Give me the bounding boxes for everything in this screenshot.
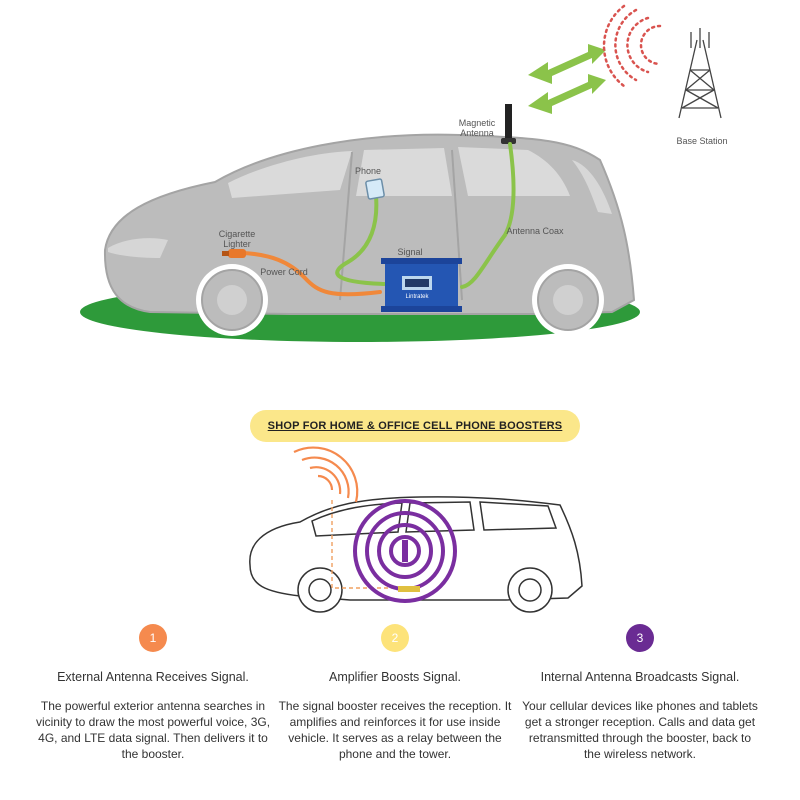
phone-label: Phone — [354, 166, 382, 176]
base-station-tower-icon — [678, 28, 722, 119]
step-2-number-badge: 2 — [381, 624, 409, 652]
power-cord-label: Power Cord — [260, 267, 308, 277]
tower-signal-waves-icon — [602, 4, 662, 88]
cigarette-lighter-label-line1: Cigarette — [218, 229, 256, 239]
booster-brand-label: Lintratek — [405, 294, 429, 300]
magnetic-antenna-label-line1: Magnetic — [458, 118, 496, 128]
power-cord — [240, 251, 382, 297]
step-1-description: The powerful exterior antenna searches i… — [35, 699, 271, 761]
magnetic-antenna-icon — [501, 104, 516, 144]
internal-cable — [331, 500, 400, 589]
antenna-coax-label: Antenna Coax — [506, 226, 564, 236]
antenna-coax-cable — [460, 142, 516, 289]
base-station-label: Base Station — [676, 136, 728, 146]
cigarette-lighter-icon — [222, 249, 246, 258]
step-1-title: External Antenna Receives Signal. — [57, 670, 249, 684]
inside-booster-icon — [398, 586, 420, 592]
cigarette-lighter-label: Cigarette Lighter — [212, 229, 262, 249]
step-2-title: Amplifier Boosts Signal. — [328, 670, 461, 684]
step-3: 3 Internal Antenna Broadcasts Signal. Yo… — [515, 624, 765, 762]
internal-antenna-icon — [402, 540, 408, 562]
step-2-description: The signal booster receives the receptio… — [278, 699, 512, 761]
signal-label: Signal — [397, 247, 423, 257]
phone-cable — [335, 194, 386, 286]
cigarette-lighter-label-line2: Lighter — [223, 239, 251, 249]
signal-arrows-icon — [528, 44, 606, 114]
phone-icon — [365, 178, 385, 200]
car-outline-bottom — [249, 496, 583, 613]
magnetic-antenna-label-line2: Antenna — [460, 128, 494, 138]
external-signal-waves-icon — [293, 446, 359, 503]
internal-broadcast-waves-icon — [353, 499, 457, 603]
shop-boosters-button[interactable]: SHOP FOR HOME & OFFICE CELL PHONE BOOSTE… — [250, 410, 580, 442]
step-1: 1 External Antenna Receives Signal. The … — [28, 624, 278, 762]
step-3-number-badge: 3 — [626, 624, 654, 652]
step-3-description: Your cellular devices like phones and ta… — [522, 699, 758, 761]
car-silhouette-top — [103, 133, 636, 336]
magnetic-antenna-label: Magnetic Antenna — [452, 118, 502, 138]
step-3-title: Internal Antenna Broadcasts Signal. — [540, 670, 740, 684]
step-2: 2 Amplifier Boosts Signal. The signal bo… — [270, 624, 520, 762]
booster-icon — [381, 258, 462, 312]
step-1-number-badge: 1 — [139, 624, 167, 652]
